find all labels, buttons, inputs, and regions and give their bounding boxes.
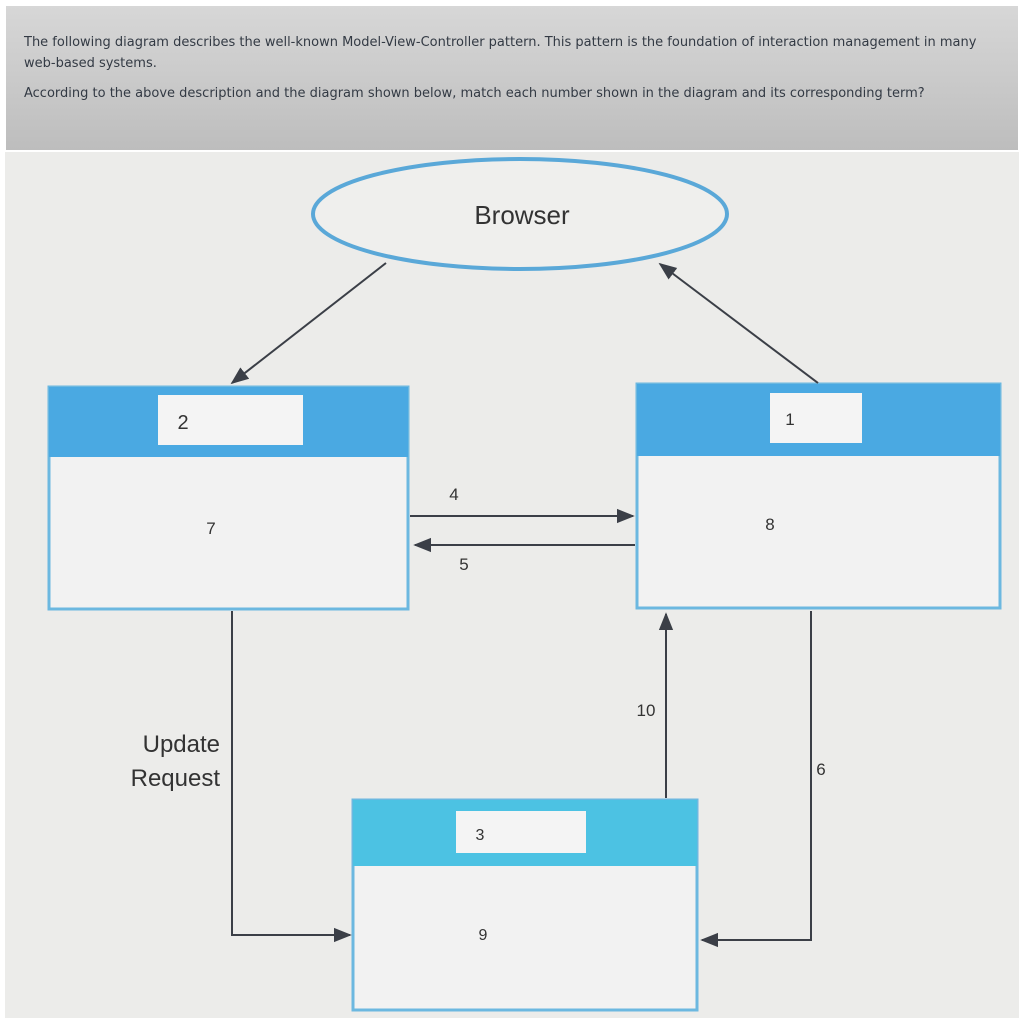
left-box: 2 7 (47, 385, 410, 611)
bottom-box-number-slot (456, 811, 586, 853)
arrow-label-5: 5 (459, 555, 468, 574)
browser-node: Browser (311, 157, 729, 271)
question-paragraph-1: The following diagram describes the well… (24, 35, 977, 71)
bottom-box: 3 9 (351, 798, 699, 1012)
mvc-diagram: Browser 2 7 1 8 3 9 4 (5, 152, 1019, 1018)
left-box-body-number: 7 (206, 519, 215, 538)
left-box-header-number: 2 (177, 412, 188, 434)
bottom-box-body-number: 9 (479, 927, 488, 944)
browser-label: Browser (474, 200, 570, 230)
right-box-body-number: 8 (765, 515, 774, 534)
bottom-box-header-number: 3 (476, 827, 485, 844)
question-panel: The following diagram describes the well… (6, 6, 1018, 150)
right-box-number-slot (770, 393, 862, 443)
arrow-label-4: 4 (449, 485, 458, 504)
arrow-label-6: 6 (816, 760, 825, 779)
left-box-number-slot (158, 395, 303, 445)
update-request-line-2: Request (131, 765, 221, 792)
arrow-browser-to-left (230, 262, 387, 385)
right-box: 1 8 (635, 382, 1002, 610)
arrow-label-10: 10 (637, 701, 656, 720)
arrow-right-to-bottom (700, 611, 812, 948)
right-box-header-number: 1 (785, 410, 794, 429)
question-paragraph-2: According to the above description and t… (24, 86, 925, 101)
diagram-canvas: Browser 2 7 1 8 3 9 4 (47, 157, 1002, 1012)
update-request-line-1: Update (143, 731, 220, 758)
arrow-right-to-browser (658, 262, 819, 384)
arrow-left-to-bottom (231, 611, 352, 943)
browser-ellipse (311, 157, 729, 271)
